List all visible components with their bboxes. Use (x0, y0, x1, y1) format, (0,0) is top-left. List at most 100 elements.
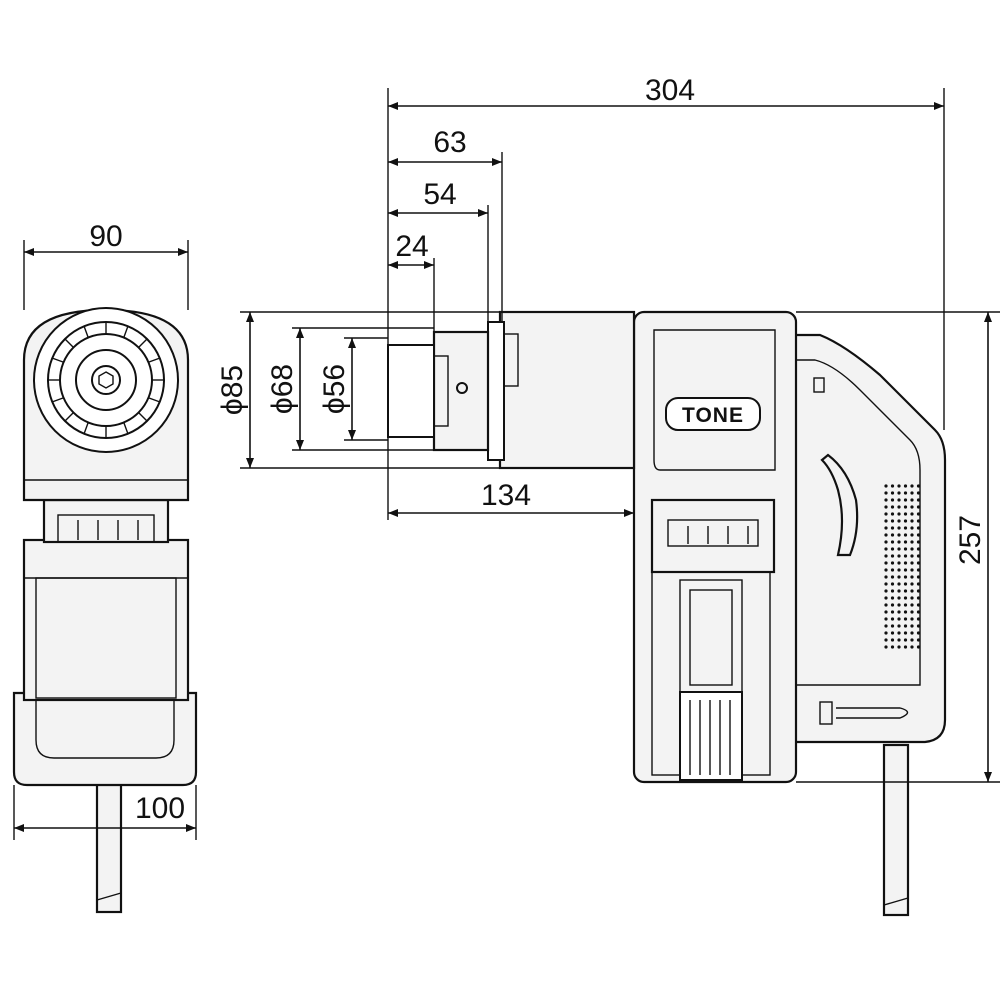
grip-dot (910, 645, 914, 649)
grip-dot (897, 491, 901, 495)
grip-dot (903, 617, 908, 621)
grip-dot (897, 624, 901, 628)
grip-dot (910, 554, 914, 558)
grip-dot (884, 568, 888, 572)
front-socket-hex-center (91, 365, 121, 395)
grip-dot (916, 547, 921, 551)
grip-dot (884, 603, 888, 607)
grip-dot (890, 610, 895, 614)
grip-dot (890, 624, 895, 628)
grip-dot (903, 484, 908, 488)
grip-dot (916, 526, 921, 530)
grip-dot (910, 491, 914, 495)
grip-dot (910, 596, 914, 600)
front-base (12, 691, 198, 787)
grip-dot (884, 631, 888, 635)
grip-dot (897, 533, 901, 537)
grip-dot (890, 498, 895, 502)
grip-dot (897, 505, 901, 509)
grip-dot (903, 582, 908, 586)
side-gear-head (498, 310, 636, 470)
grip-dot (884, 645, 888, 649)
grip-dot (890, 638, 895, 642)
dim-label-257: 257 (954, 515, 987, 565)
grip-dot (884, 491, 888, 495)
grip-dot (910, 547, 914, 551)
grip-dot (903, 589, 908, 593)
grip-dot (897, 540, 901, 544)
grip-dot (910, 540, 914, 544)
grip-dot (910, 603, 914, 607)
grip-dot (903, 512, 908, 516)
grip-dot (884, 512, 888, 516)
grip-dot (890, 582, 895, 586)
grip-dot (884, 624, 888, 628)
grip-dot (903, 610, 908, 614)
grip-dot (916, 505, 921, 509)
grip-dot (897, 554, 901, 558)
tone-logo-badge (665, 397, 761, 431)
grip-dot (910, 575, 914, 579)
grip-dot (897, 645, 901, 649)
grip-dot (884, 547, 888, 551)
front-switch-block (42, 498, 170, 544)
grip-dot (897, 582, 901, 586)
side-switch-block (650, 498, 776, 574)
grip-dot (916, 575, 921, 579)
grip-dot (910, 519, 914, 523)
grip-dot (890, 575, 895, 579)
grip-dot (910, 617, 914, 621)
front-view: 90 100 (12, 220, 198, 914)
grip-dot (916, 568, 921, 572)
grip-dot (916, 582, 921, 586)
grip-dot (884, 484, 888, 488)
grip-dot (890, 484, 895, 488)
grip-dot (897, 526, 901, 530)
side-handle (793, 333, 947, 744)
grip-dot (903, 631, 908, 635)
grip-dot (916, 533, 921, 537)
grip-dot (910, 638, 914, 642)
grip-dot (897, 575, 901, 579)
grip-dot (916, 491, 921, 495)
grip-dot (903, 554, 908, 558)
grip-dot (890, 568, 895, 572)
dim-label-phi85: ϕ85 (216, 365, 249, 415)
grip-dot (910, 624, 914, 628)
grip-dot (910, 561, 914, 565)
grip-dot (884, 617, 888, 621)
grip-dot (897, 638, 901, 642)
grip-dot (916, 631, 921, 635)
grip-dot (890, 519, 895, 523)
grip-dot (903, 526, 908, 530)
grip-dot (897, 603, 901, 607)
grip-dot (884, 505, 888, 509)
grip-dot (916, 484, 921, 488)
grip-dot (903, 491, 908, 495)
grip-dot (903, 561, 908, 565)
dim-label-63: 63 (433, 126, 466, 159)
grip-dot (903, 547, 908, 551)
grip-dot (916, 624, 921, 628)
grip-dot (910, 484, 914, 488)
grip-dot (910, 589, 914, 593)
grip-dot (897, 519, 901, 523)
grip-dot (897, 596, 901, 600)
grip-dot (884, 575, 888, 579)
grip-dot (916, 645, 921, 649)
grip-dot (910, 498, 914, 502)
grip-dot (910, 582, 914, 586)
grip-dot (910, 568, 914, 572)
grip-dot (903, 575, 908, 579)
grip-dot (903, 596, 908, 600)
front-cord (95, 780, 123, 914)
grip-dot (890, 554, 895, 558)
grip-dot (890, 512, 895, 516)
grip-dot (890, 645, 895, 649)
dim-label-134: 134 (481, 479, 531, 512)
front-body (22, 538, 190, 702)
grip-dot (903, 645, 908, 649)
grip-dot (884, 533, 888, 537)
dim-label-304: 304 (645, 74, 695, 107)
grip-dot (890, 526, 895, 530)
